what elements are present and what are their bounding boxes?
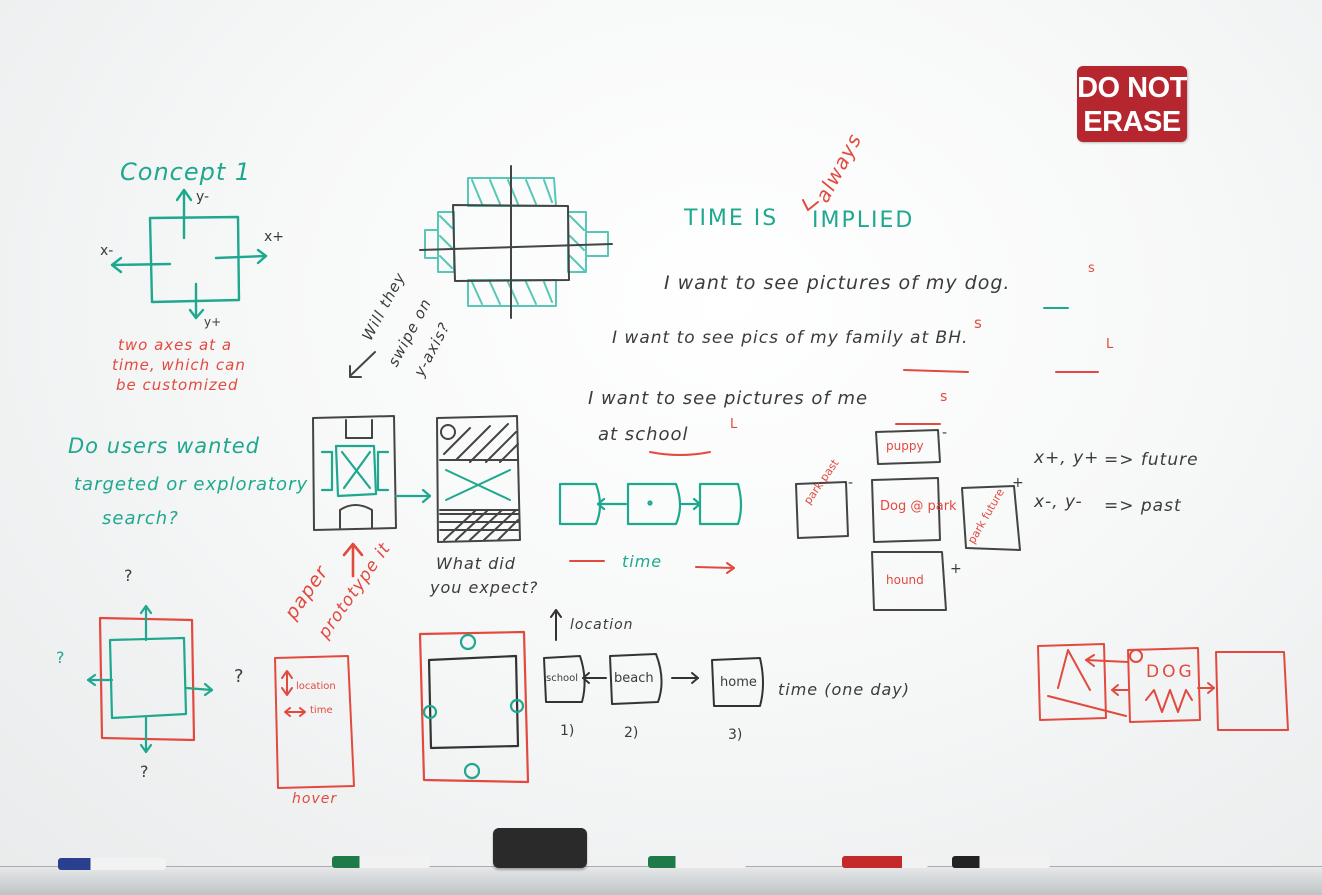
sentence-1-mark: s: [1088, 261, 1095, 276]
hover-location-label: location: [296, 681, 336, 692]
concept-axes-sketch: [110, 188, 268, 320]
question-mark-left: ?: [56, 648, 65, 667]
location-flow-sketch: [543, 609, 764, 707]
axis-label-y-minus: y-: [196, 189, 210, 205]
four-direction-sketch: [86, 604, 214, 754]
sentence-3-mark: s: [940, 389, 948, 405]
time-is-text: TIME IS: [684, 206, 779, 231]
sentence-3-line-2: at school: [598, 424, 689, 445]
frame-with-handles-sketch: [418, 630, 530, 784]
blue-marker[interactable]: [58, 858, 166, 870]
legend-row-2-right: => past: [1104, 496, 1182, 516]
whiteboard-sketches: [86, 165, 1289, 789]
expect-line-1: What did: [436, 554, 516, 573]
green-marker[interactable]: [332, 856, 430, 868]
location-axis-label: location: [570, 617, 634, 633]
legend-row-2-left: x-, y-: [1034, 492, 1083, 512]
scroll-layout-sketch: [419, 165, 613, 319]
black-marker[interactable]: [952, 856, 1050, 868]
hatched-phone-sketch: [436, 415, 521, 543]
sentence-3-line-1: I want to see pictures of me: [588, 388, 869, 409]
flow-tail-label: time (one day): [778, 680, 911, 699]
hover-card-sketch: [274, 655, 355, 789]
hover-time-label: time: [310, 705, 333, 716]
implied-text: IMPLIED: [812, 208, 915, 233]
red-panels-sketch: [1037, 643, 1289, 731]
sign-line-2: ERASE: [1083, 106, 1181, 138]
sentence-1: I want to see pictures of my dog.: [664, 272, 1011, 294]
sentence-2-mark-2: L: [1106, 337, 1114, 352]
card-left-sign: -: [848, 475, 854, 491]
question-mark-top: ?: [124, 566, 133, 585]
flow-box-school: school: [546, 673, 579, 684]
sentence-2-mark: s: [974, 314, 982, 332]
sentence-3-mark-2: L: [730, 417, 738, 432]
eraser[interactable]: [493, 828, 587, 868]
flow-box-home: home: [720, 675, 757, 690]
legend-row-1-right: => future: [1104, 450, 1199, 470]
marker-tray: [0, 866, 1322, 895]
card-right-sign: +: [1012, 475, 1024, 491]
card-center-label: Dog @ park: [880, 499, 957, 514]
card-grid-sketch: [795, 429, 1021, 611]
do-not-erase-sign: DO NOT ERASE: [1077, 66, 1187, 142]
concept-note-line-1: two axes at a: [118, 336, 233, 354]
hover-label: hover: [292, 791, 338, 807]
flow-box-beach: beach: [614, 671, 654, 686]
expect-line-2: you expect?: [430, 578, 539, 597]
sentence-2: I want to see pics of my family at BH.: [612, 328, 969, 348]
legend-row-1-left: x+, y+: [1034, 448, 1100, 468]
timeline-boxes-sketch: [558, 482, 743, 526]
red-marker[interactable]: [842, 856, 928, 868]
concept-title: Concept 1: [120, 158, 252, 186]
axis-label-y-plus: y+: [204, 315, 222, 329]
phone-wireframe-sketch: [312, 415, 397, 531]
card-bottom-label: hound: [886, 573, 924, 587]
question-mark-right: ?: [234, 666, 244, 687]
green-marker-2[interactable]: [648, 856, 746, 868]
timeline-label: time: [622, 552, 663, 571]
axis-label-x-plus: x+: [264, 229, 285, 245]
concept-note-line-3: be customized: [116, 376, 239, 394]
card-top-sign: -: [942, 425, 948, 441]
flow-number-2: 2): [624, 725, 639, 741]
axis-label-x-minus: x-: [100, 243, 114, 259]
flow-number-3: 3): [728, 727, 743, 743]
sign-line-1: DO NOT: [1077, 72, 1187, 104]
question-line-3: search?: [102, 508, 179, 529]
card-top-label: puppy: [886, 439, 924, 453]
card-bottom-sign: +: [950, 561, 962, 577]
flow-number-1: 1): [560, 723, 575, 739]
concept-note-line-2: time, which can: [112, 356, 246, 374]
question-line-2: targeted or exploratory: [74, 474, 309, 495]
whiteboard: DO NOT ERASE: [0, 0, 1322, 870]
question-mark-bottom: ?: [140, 762, 149, 781]
dog-sketch-label: DOG: [1146, 662, 1195, 682]
question-line-1: Do users wanted: [68, 434, 260, 458]
